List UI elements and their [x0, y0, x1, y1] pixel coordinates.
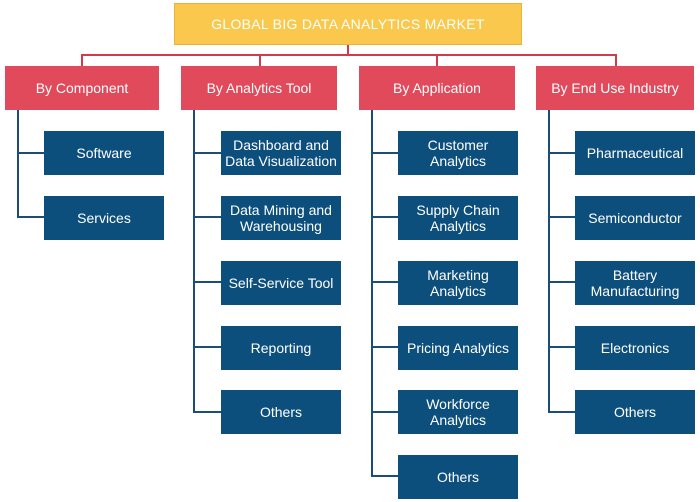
root-connector-horizontal — [81, 54, 617, 56]
category-by-application: By Application — [359, 66, 515, 110]
tick-app-3 — [371, 281, 398, 283]
root-node: GLOBAL BIG DATA ANALYTICS MARKET — [174, 3, 522, 45]
root-connector-vertical — [347, 45, 349, 55]
leaf-customer-analytics: Customer Analytics — [398, 131, 518, 175]
branch-line-component — [17, 110, 19, 218]
tick-tool-3 — [193, 281, 221, 283]
category-connector-1 — [81, 54, 83, 66]
leaf-analytics-tool-others: Others — [221, 390, 341, 434]
tick-industry-1 — [548, 152, 575, 154]
tick-industry-2 — [548, 216, 575, 218]
tick-app-5 — [371, 411, 398, 413]
tick-industry-3 — [548, 281, 575, 283]
tick-tool-1 — [193, 152, 221, 154]
tick-component-1 — [17, 152, 44, 154]
branch-line-end-use-industry — [548, 110, 550, 413]
leaf-industry-others: Others — [575, 390, 695, 434]
leaf-application-others: Others — [398, 455, 518, 499]
tick-app-4 — [371, 346, 398, 348]
leaf-dashboard-data-visualization: Dashboard and Data Visualization — [221, 131, 341, 175]
category-by-component: By Component — [5, 66, 159, 110]
category-by-end-use-industry: By End Use Industry — [536, 66, 694, 110]
leaf-data-mining-warehousing: Data Mining and Warehousing — [221, 196, 341, 240]
leaf-software: Software — [44, 131, 164, 175]
tick-app-1 — [371, 152, 398, 154]
branch-line-analytics-tool — [193, 110, 195, 413]
category-connector-4 — [615, 54, 617, 66]
leaf-pricing-analytics: Pricing Analytics — [398, 326, 518, 370]
branch-line-application — [371, 110, 373, 477]
tick-industry-5 — [548, 411, 575, 413]
tick-app-2 — [371, 216, 398, 218]
tick-component-2 — [17, 216, 44, 218]
leaf-self-service-tool: Self-Service Tool — [221, 261, 341, 305]
leaf-pharmaceutical: Pharmaceutical — [575, 131, 695, 175]
tick-app-6 — [371, 475, 398, 477]
tick-tool-5 — [193, 411, 221, 413]
tick-tool-2 — [193, 216, 221, 218]
leaf-semiconductor: Semiconductor — [575, 196, 695, 240]
tick-tool-4 — [193, 346, 221, 348]
category-by-analytics-tool: By Analytics Tool — [181, 66, 337, 110]
category-connector-2 — [259, 54, 261, 66]
leaf-marketing-analytics: Marketing Analytics — [398, 261, 518, 305]
category-connector-3 — [436, 54, 438, 66]
leaf-electronics: Electronics — [575, 326, 695, 370]
leaf-battery-manufacturing: Battery Manufacturing — [575, 261, 695, 305]
leaf-supply-chain-analytics: Supply Chain Analytics — [398, 196, 518, 240]
leaf-workforce-analytics: Workforce Analytics — [398, 390, 518, 434]
leaf-services: Services — [44, 196, 164, 240]
tick-industry-4 — [548, 346, 575, 348]
leaf-reporting: Reporting — [221, 326, 341, 370]
